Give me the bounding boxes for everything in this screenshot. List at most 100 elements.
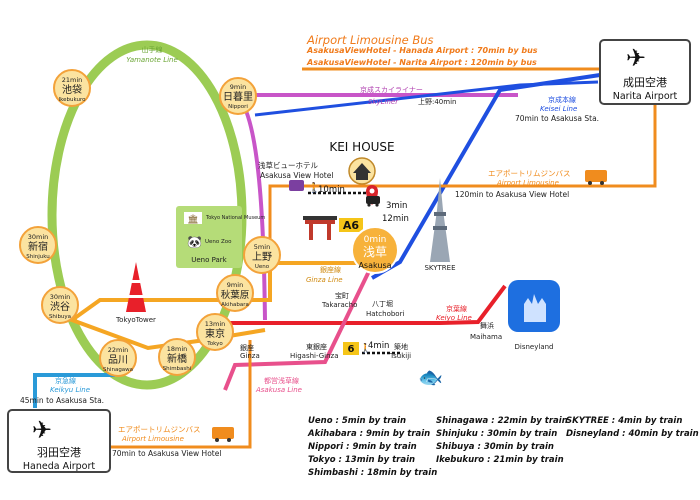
hotel-title: KEI HOUSE	[329, 140, 394, 154]
station-nippori: 9min 日暮里 Nippori	[219, 77, 257, 115]
yamanote-label-jp: 山手線	[142, 45, 163, 54]
disneyland-label: Disneyland	[515, 343, 554, 351]
keiyo-line	[210, 284, 507, 325]
walk-person-icon: 🚶	[360, 342, 371, 354]
limo-haneda-jp: エアポートリムジンバス	[118, 425, 201, 434]
legend-col-3: SKYTREE : 4min by train Disneyland : 40m…	[566, 415, 699, 441]
station-name-en: Tokyo	[206, 341, 223, 347]
station-time: 22min	[108, 346, 129, 354]
legend-item: Shimbashi : 18min by train	[308, 468, 438, 478]
haneda-airport-jp: 羽田空港	[37, 445, 81, 459]
header-line1: AsakusaViewHotel - Hanada Airport : 70mi…	[306, 46, 538, 55]
station-name-jp: 渋谷	[50, 300, 70, 313]
limo-narita-en: Airport Limousine	[496, 179, 559, 187]
panda-icon: 🐼	[187, 235, 202, 249]
legend-item: Shibuya : 30min by train	[436, 442, 554, 452]
maihama-jp: 舞浜	[480, 321, 494, 330]
walk-time-b: 12min	[382, 214, 409, 224]
limousine-narita-line	[268, 67, 657, 265]
asakusa-line-en: Asakusa Line	[255, 386, 302, 394]
keiyo-line-jp: 京葉線	[446, 304, 467, 313]
asakusa-line	[223, 264, 374, 391]
ginza-line-jp: 銀座線	[320, 265, 341, 274]
station-time: 5min	[254, 243, 270, 251]
temple-gate-icon	[303, 216, 337, 240]
station-name-jp: 上野	[252, 251, 272, 263]
legend-item: Ikebukuro : 21min by train	[436, 455, 564, 465]
station-shinagawa: 22min 品川 Shinagawa	[99, 339, 137, 377]
keisei-time: 70min to Asakusa Sta.	[515, 114, 599, 123]
maihama-en: Maihama	[470, 333, 502, 341]
ginza-station-en: Ginza	[240, 352, 260, 360]
header-title: Airport Limousine Bus	[306, 33, 434, 47]
station-name-en: Nippori	[228, 104, 248, 110]
narita-airport-en: Narita Airport	[613, 91, 678, 102]
station-name-jp: 新宿	[28, 240, 48, 253]
home-icon	[348, 157, 376, 185]
higashiginza-jp: 東銀座	[306, 342, 327, 351]
station-time: 21min	[62, 76, 83, 84]
station-name-jp: 日暮里	[223, 90, 253, 103]
hotel-name-jp: 浅草ビューホテル	[258, 160, 318, 170]
limo-haneda-en: Airport Limousine	[121, 435, 184, 443]
asakusa-station-circle	[351, 226, 399, 274]
hatchobori-jp: 八丁堀	[372, 299, 393, 308]
station-time: 9min	[230, 83, 246, 91]
station-name-en: Shinagawa	[103, 367, 133, 373]
bus-icon	[585, 170, 607, 185]
walk-person-icon: 🚶	[308, 181, 320, 194]
fish-icon: 🐟	[418, 365, 443, 389]
airplane-icon: ✈	[32, 416, 52, 444]
asakusa-jp: 浅草	[363, 245, 387, 259]
station-time: 9min	[227, 281, 243, 289]
hotel-logo-icon	[289, 180, 304, 191]
station-name-en: Akihabara	[221, 302, 249, 308]
haneda-airport-box: ✈ 羽田空港 Haneda Airport	[7, 409, 111, 473]
skytree-label: SKYTREE	[424, 264, 455, 272]
keisei-label-en: Keisei Line	[540, 105, 577, 113]
keikyu-line-en: Keikyu Line	[50, 386, 90, 394]
legend-item: Ueno : 5min by train	[308, 416, 407, 426]
station-6-badge	[343, 342, 359, 355]
legend-item: Akihabara : 9min by train	[308, 429, 431, 439]
station-name-jp: 秋葉原	[221, 289, 250, 301]
bus-icon	[212, 427, 234, 442]
keikyu-line	[33, 373, 115, 408]
hotel-walk-path	[308, 191, 374, 200]
station-time: 13min	[205, 320, 226, 328]
yamanote-label-en: Yamanote Line	[126, 56, 178, 64]
walk-time-a: 3min	[386, 201, 407, 211]
hatchobori-en: Hatchobori	[366, 310, 404, 318]
station-6-label: 6	[348, 344, 355, 355]
legend-item: Shinjuku : 30min by train	[436, 429, 558, 439]
station-name-en: Shibuya	[49, 314, 71, 320]
station-name-jp: 品川	[108, 354, 128, 366]
asakusa-time: 0min	[364, 235, 387, 245]
station-a6-badge	[339, 218, 363, 232]
legend-item: Tokyo : 13min by train	[308, 455, 416, 465]
hotel-walk-time: 10min	[318, 185, 345, 195]
station-akihabara: 9min 秋葉原 Akihabara	[216, 274, 254, 312]
museum-label: Tokyo National Museum	[205, 215, 265, 221]
limo-narita-time: 120min to Asakusa View Hotel	[455, 190, 569, 199]
higashiginza-en: Higashi-Ginza	[290, 352, 339, 360]
tsukiji-jp: 築地	[394, 342, 408, 351]
header-line2: AsakusaViewHotel - Narita Airport : 120m…	[306, 58, 537, 67]
station-name-jp: 新橋	[167, 352, 187, 365]
asakusa-line-jp: 都営浅草線	[264, 376, 299, 385]
skyliner-label-en: SkyLiner	[368, 98, 399, 106]
station-shimbashi: 18min 新橋 Shimbashi	[158, 338, 196, 376]
takaracho-jp: 宝町	[335, 291, 349, 300]
legend-col-1: Ueno : 5min by train Akihabara : 9min by…	[308, 415, 437, 480]
station-shibuya: 30min 渋谷 Shibuya	[41, 286, 79, 324]
narita-airport-box: ✈ 成田空港 Narita Airport	[599, 39, 691, 105]
hotel-name-en: Asakusa View Hotel	[260, 171, 333, 180]
legend-item: Disneyland : 40min by train	[566, 429, 699, 439]
taxi-icon	[366, 196, 380, 207]
station-tokyo: 13min 東京 Tokyo	[196, 313, 234, 351]
skyliner-time: 上野:40min	[418, 97, 456, 106]
skytree-icon	[430, 178, 450, 262]
station-ikebukuro: 21min 池袋 Ikebukuro	[53, 69, 91, 107]
station-name-jp: 東京	[205, 327, 225, 340]
legend-item: Shinagawa : 22min by train	[436, 416, 568, 426]
